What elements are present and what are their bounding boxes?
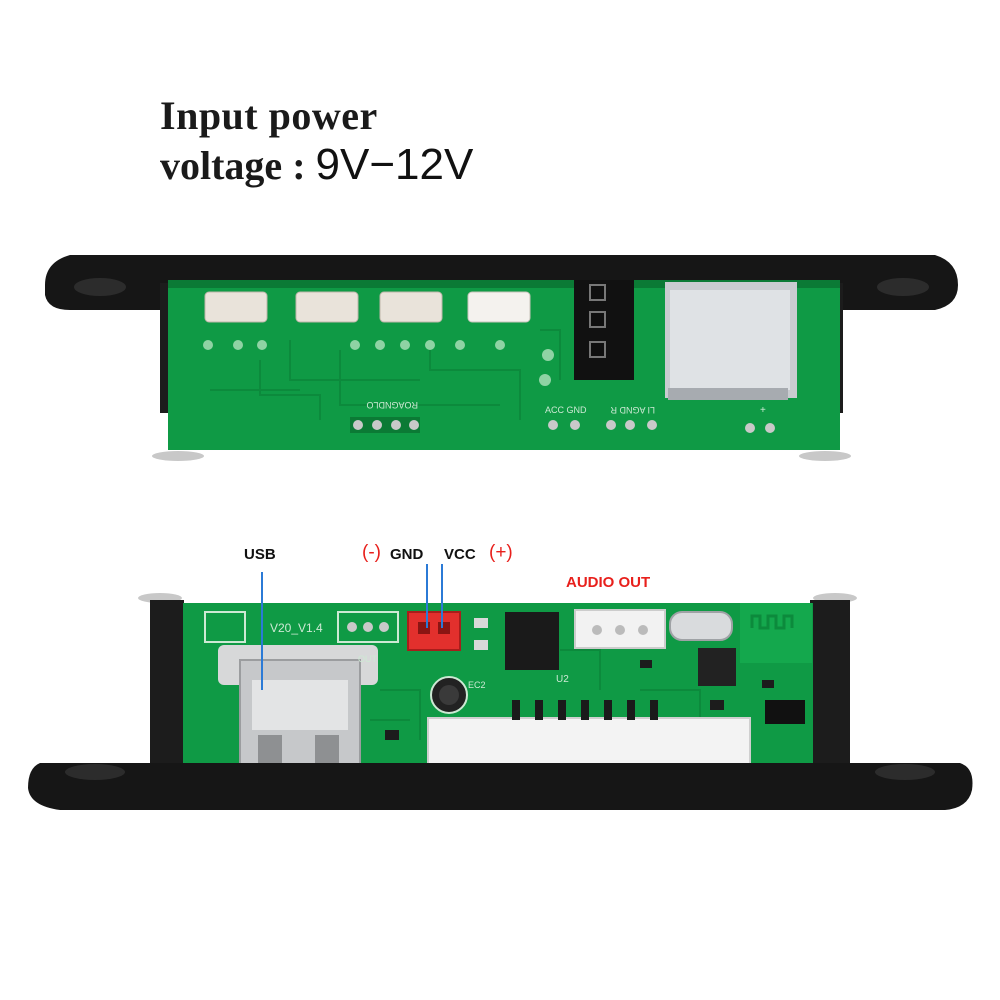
title-line-2: voltage : 9V−12V (160, 140, 473, 190)
silk-pin-plus: + (760, 405, 766, 416)
ir-receiver (765, 700, 805, 724)
usb-label: USB (244, 546, 276, 563)
out-header (337, 611, 399, 643)
decoder-chip (698, 648, 736, 686)
bottom-bezel-right-post (810, 600, 850, 775)
bottom-left-mount-hole (65, 764, 125, 780)
vcc-label: VCC (444, 546, 476, 563)
tact-switches (204, 291, 531, 323)
crystal (669, 611, 733, 641)
pos-label: (+) (489, 542, 513, 563)
silk-header-mid: ACC GND (545, 405, 587, 415)
top-right-mount-hole (877, 278, 929, 296)
top-left-screw (152, 451, 204, 461)
title-voltage-value: 9V−12V (315, 140, 474, 189)
bottom-bezel-left-post (150, 600, 184, 775)
silk-version: V20_V1.4 (270, 621, 323, 635)
top-board: ROAGNDLO ACC GND LI AGND R + (45, 255, 958, 461)
bt-antenna-area (740, 603, 812, 663)
neg-label: (-) (362, 542, 381, 563)
regulator-u2 (505, 612, 559, 670)
silk-header-left: ROAGNDLO (366, 400, 418, 410)
silk-header-right: LI AGND R (610, 405, 655, 415)
top-right-screw (799, 451, 851, 461)
title-line-1: Input power (160, 93, 378, 138)
usb-connector (218, 645, 378, 776)
gnd-label: GND (390, 546, 424, 563)
bottom-right-mount-hole (875, 764, 935, 780)
top-left-mount-hole (74, 278, 126, 296)
silk-out: OUT (358, 654, 378, 664)
silk-ec2: EC2 (468, 680, 486, 690)
audio-out-label: AUDIO OUT (566, 574, 651, 591)
bottom-bezel (28, 763, 973, 810)
power-connector (407, 611, 461, 651)
top-header-pins (350, 417, 775, 433)
title-voltage-prefix: voltage : (160, 143, 316, 188)
bottom-board: V20_V1.4 U2 EC2 OUT (28, 564, 973, 810)
silk-u2: U2 (556, 674, 569, 685)
sd-card-slot (665, 282, 797, 400)
